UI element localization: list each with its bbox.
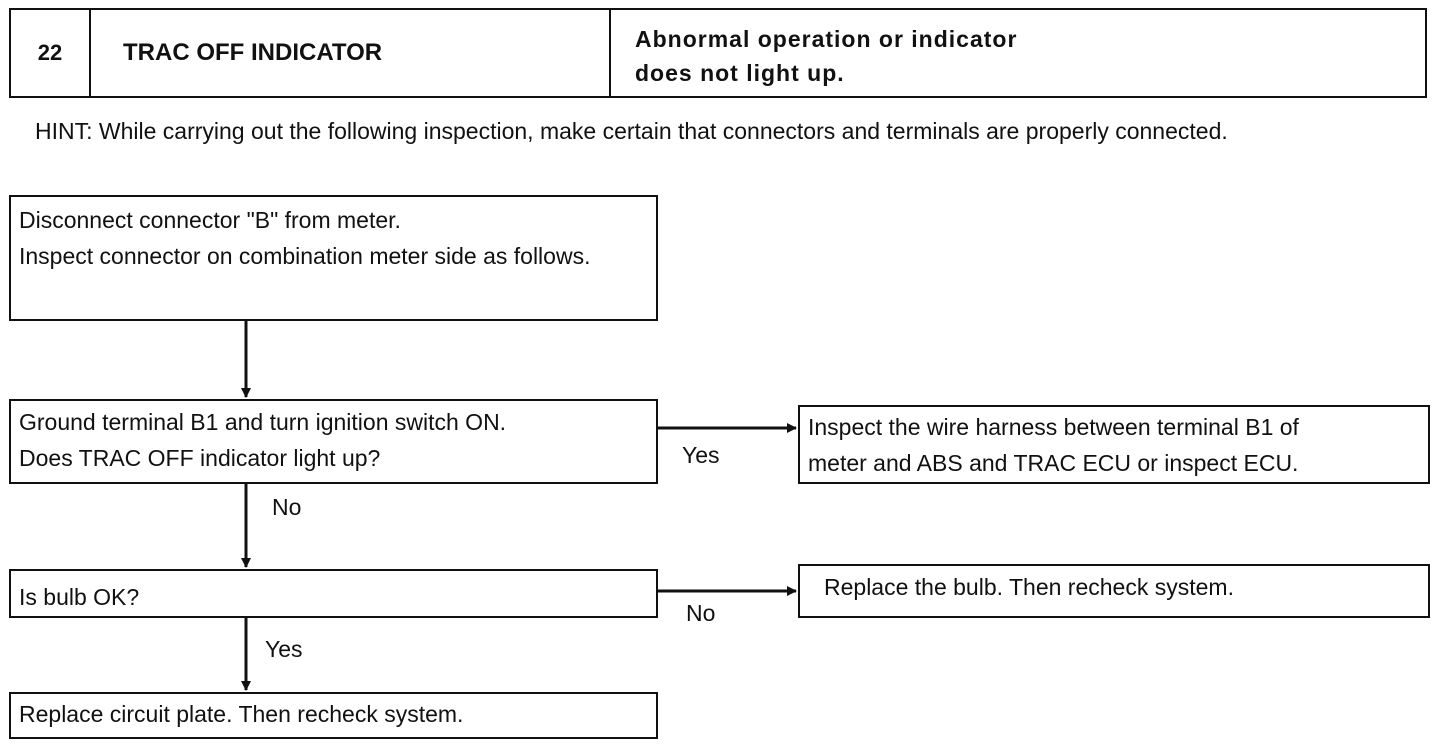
label-no-step2: No — [272, 494, 302, 520]
header-condition-line1: Abnormal operation or indicator — [635, 26, 1018, 52]
label-yes-step3: Yes — [265, 636, 303, 662]
result1-line1: Inspect the wire harness between termina… — [808, 414, 1299, 440]
step2-line2: Does TRAC OFF indicator light up? — [19, 445, 381, 471]
step4-text: Replace circuit plate. Then recheck syst… — [19, 701, 464, 727]
step-box-ground-terminal: Ground terminal B1 and turn ignition swi… — [9, 399, 658, 484]
step-box-replace-plate: Replace circuit plate. Then recheck syst… — [9, 692, 658, 739]
result-box-inspect-harness: Inspect the wire harness between termina… — [798, 405, 1430, 484]
step-box-disconnect: Disconnect connector "B" from meter. Ins… — [9, 195, 658, 321]
step3-text: Is bulb OK? — [19, 584, 140, 610]
result1-line2: meter and ABS and TRAC ECU or inspect EC… — [808, 450, 1299, 476]
step1-line1: Disconnect connector "B" from meter. — [19, 207, 401, 233]
step2-line1: Ground terminal B1 and turn ignition swi… — [19, 409, 507, 435]
label-yes-step2: Yes — [682, 442, 720, 468]
header-table: 22 TRAC OFF INDICATOR Abnormal operation… — [9, 8, 1427, 98]
header-number: 22 — [11, 10, 91, 96]
label-no-step3: No — [686, 600, 716, 626]
hint-text: HINT: While carrying out the following i… — [35, 118, 1228, 144]
header-title: TRAC OFF INDICATOR — [91, 10, 611, 96]
header-condition: Abnormal operation or indicator does not… — [611, 10, 1425, 96]
result2-text: Replace the bulb. Then recheck system. — [824, 574, 1234, 600]
header-condition-line2: does not light up. — [635, 60, 845, 86]
step-box-bulb-check: Is bulb OK? — [9, 569, 658, 618]
step1-line2: Inspect connector on combination meter s… — [19, 243, 591, 269]
result-box-replace-bulb: Replace the bulb. Then recheck system. — [798, 564, 1430, 618]
